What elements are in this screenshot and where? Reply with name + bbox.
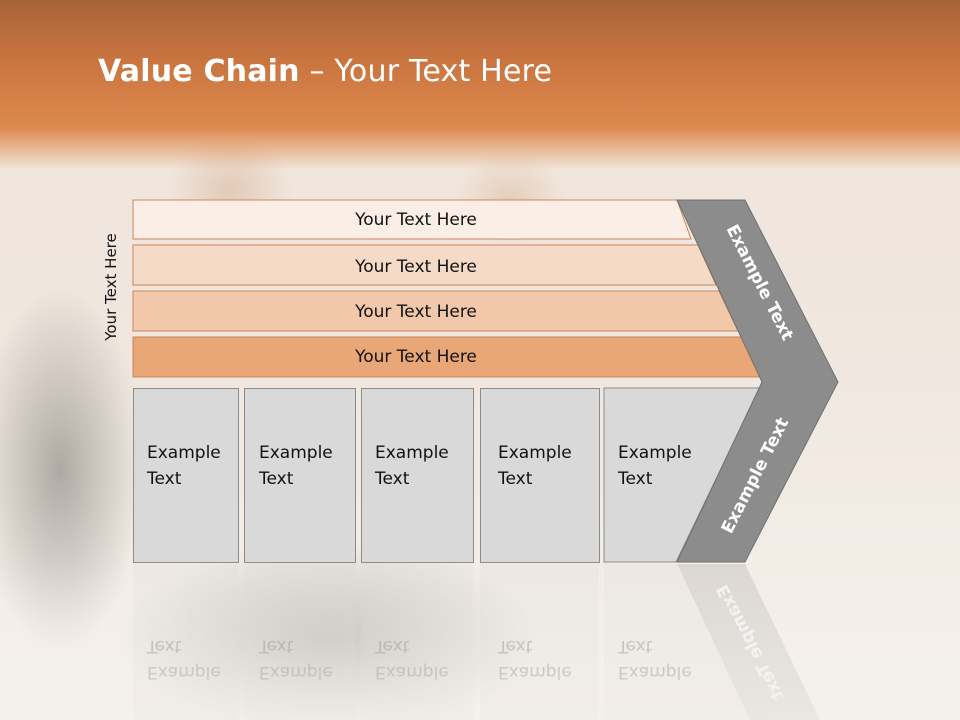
bar-3-label: Your Text Here [354,302,477,322]
column-3-line2: Text [375,469,410,489]
chevron-arrow [676,199,839,563]
column-2-reflection-line1: Example [259,662,333,682]
column-2-line1: Example [259,443,333,463]
column-5-reflection-line1: Example [618,662,692,682]
column-5-reflection-text: Example Text [618,633,692,685]
bar-4-label: Your Text Here [354,347,477,367]
column-3-reflection-line2: Text [375,636,410,656]
bar-2-label: Your Text Here [354,257,477,277]
column-3-line1: Example [375,443,449,463]
column-5-line1: Example [618,443,692,463]
column-3-reflection-text: Example Text [375,633,449,685]
column-1-line1: Example [147,443,221,463]
column-2-reflection-text: Example Text [259,633,333,685]
column-2 [244,388,356,563]
slide-title: Value Chain – Your Text Here [98,54,552,89]
column-4-line2: Text [498,469,533,489]
bar-1 [132,199,692,240]
title-band [0,0,960,170]
column-3-reflection-line1: Example [375,662,449,682]
column-4 [480,388,600,563]
column-5-shape [603,387,761,563]
column-3 [361,388,474,563]
bar-2 [132,244,717,286]
title-rest: – Your Text Here [299,54,553,89]
column-1 [133,388,239,563]
column-1-reflection-text: Example Text [147,633,221,685]
column-4-line1: Example [498,443,572,463]
column-4-reflection-text: Example Text [498,633,572,685]
column-2-line2: Text [259,469,294,489]
column-5-line2: Text [618,469,653,489]
column-1-reflection-line2: Text [147,636,182,656]
column-1-line2: Text [147,469,182,489]
column-4-reflection-line2: Text [498,636,533,656]
column-2-reflection-line2: Text [259,636,294,656]
column-4-reflection-line1: Example [498,662,572,682]
column-1-reflection-line1: Example [147,662,221,682]
title-bold: Value Chain [98,54,300,89]
column-5-reflection-line2: Text [618,636,653,656]
bar-1-label: Your Text Here [354,210,477,230]
